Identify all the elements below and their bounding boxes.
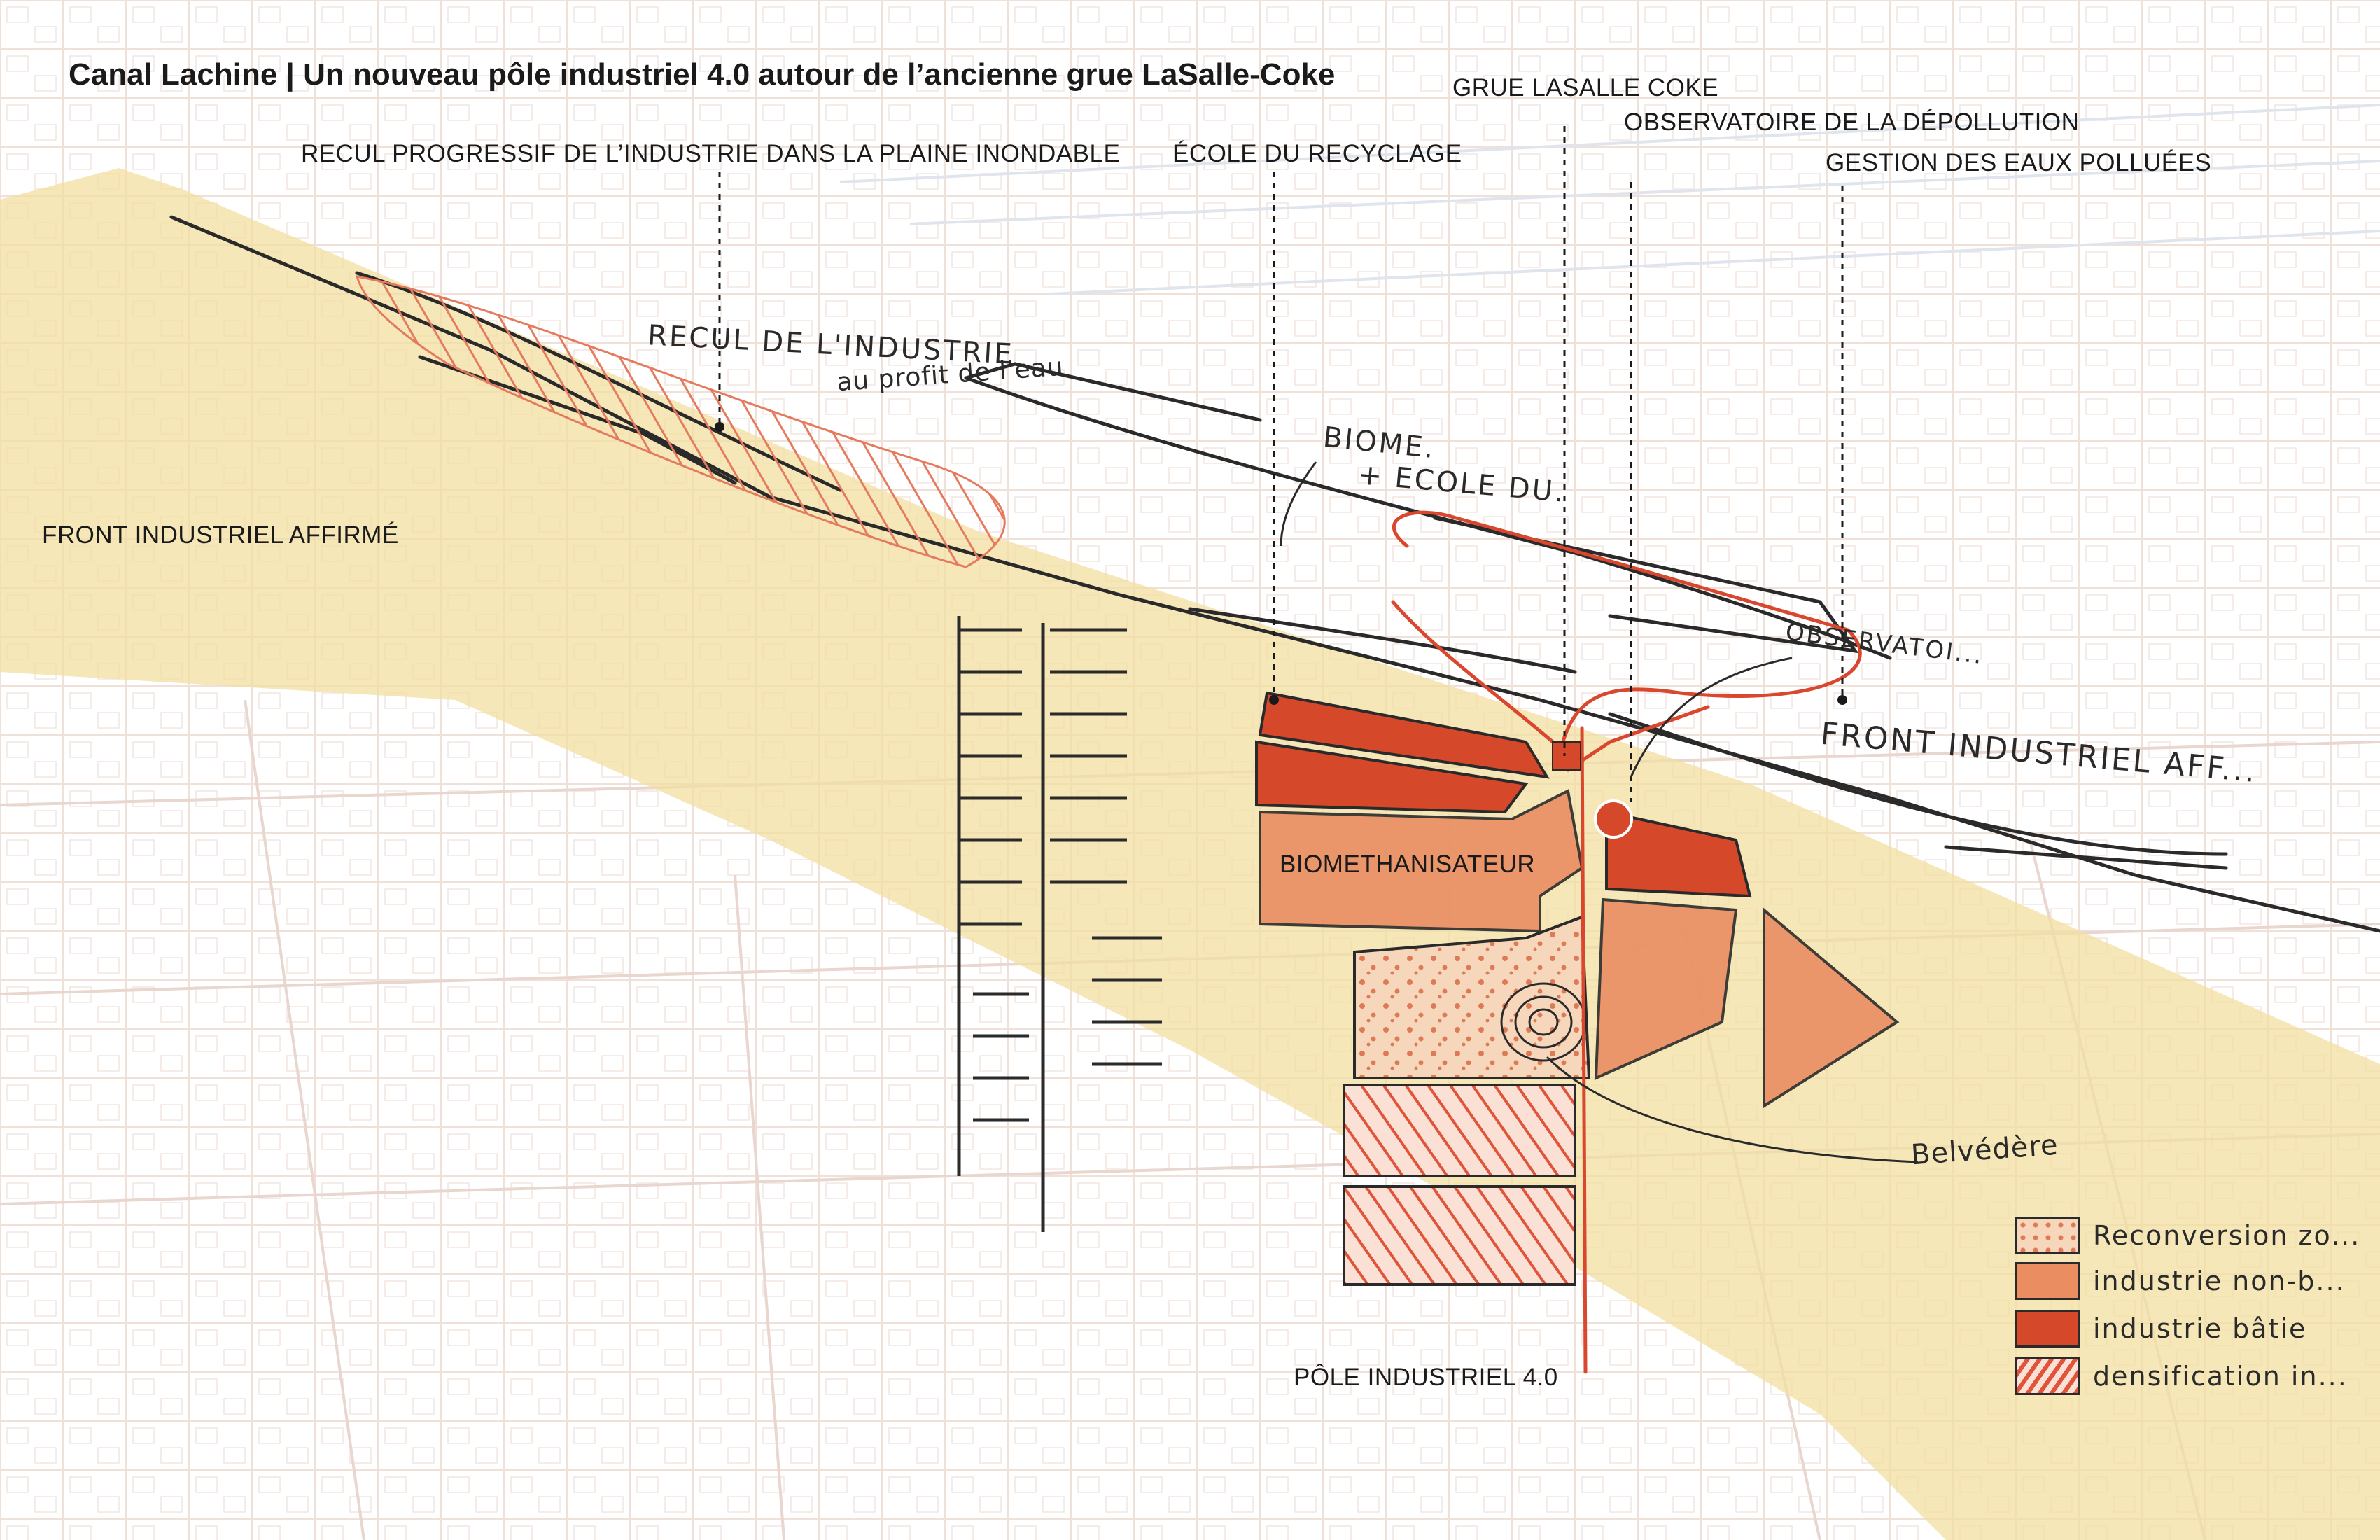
industrie-non-batie-triangle — [1763, 906, 1900, 1109]
legend-swatch-industrie-non-batie — [2015, 1262, 2080, 1300]
leader-dots — [715, 422, 1847, 705]
industry-blocks — [1255, 691, 1900, 1286]
label-recul-progressif: RECUL PROGRESSIF DE L’INDUSTRIE DANS LA … — [301, 140, 1121, 167]
label-gestion-eaux: GESTION DES EAUX POLLUÉES — [1826, 149, 2212, 176]
belvedere-mound — [1500, 982, 1587, 1062]
legend-swatch-densification — [2015, 1357, 2080, 1395]
legend-label-reconversion: Reconversion zo... — [2093, 1220, 2361, 1251]
reconversion-dotted-block — [1353, 915, 1591, 1079]
legend-item-reconversion: Reconversion zo... — [2015, 1214, 2360, 1256]
densification-hatched-block-2 — [1343, 1185, 1576, 1286]
label-front-industriel: FRONT INDUSTRIEL AFFIRMÉ — [42, 522, 399, 549]
label-ecole-recyclage: ÉCOLE DU RECYCLAGE — [1172, 140, 1462, 167]
sketch-arrows — [1280, 461, 1919, 1163]
page-title: Canal Lachine | Un nouveau pôle industri… — [69, 57, 1336, 92]
legend-swatch-reconversion — [2015, 1217, 2080, 1254]
industrie-non-batie-block — [1259, 789, 1584, 933]
legend-item-densification: densification in... — [2015, 1355, 2348, 1397]
legend-swatch-industrie-batie — [2015, 1310, 2080, 1348]
label-grue-lasalle-coke: GRUE LASALLE COKE — [1452, 74, 1719, 102]
recul-zone-hatched — [355, 275, 1006, 568]
label-pole-industriel: PÔLE INDUSTRIEL 4.0 — [1294, 1364, 1558, 1391]
parking-rows — [957, 616, 1162, 1232]
legend-item-industrie-batie: industrie bâtie — [2015, 1308, 2306, 1350]
industrie-batie-block-east — [1605, 810, 1752, 898]
leader-lines — [718, 126, 1844, 802]
red-circuit-path — [1391, 510, 1862, 1374]
industrie-non-batie-block-east — [1594, 897, 1738, 1081]
densification-hatched-block-1 — [1343, 1084, 1576, 1177]
legend-label-densification: densification in... — [2093, 1361, 2348, 1392]
observatoire-marker — [1594, 799, 1633, 839]
industrie-batie-block-north — [1258, 691, 1550, 779]
legend-item-industrie-non-batie: industrie non-b... — [2015, 1260, 2346, 1302]
label-biomethanisateur: BIOMETHANISATEUR — [1280, 850, 1536, 878]
label-observatoire-depollution: OBSERVATOIRE DE LA DÉPOLLUTION — [1624, 108, 2080, 136]
industrie-batie-block-mid — [1255, 740, 1529, 814]
grue-marker — [1552, 741, 1581, 771]
industrial-zone-band — [0, 168, 2380, 1540]
legend-label-industrie-non-batie: industrie non-b... — [2093, 1266, 2346, 1296]
legend-label-industrie-batie: industrie bâtie — [2093, 1313, 2307, 1344]
